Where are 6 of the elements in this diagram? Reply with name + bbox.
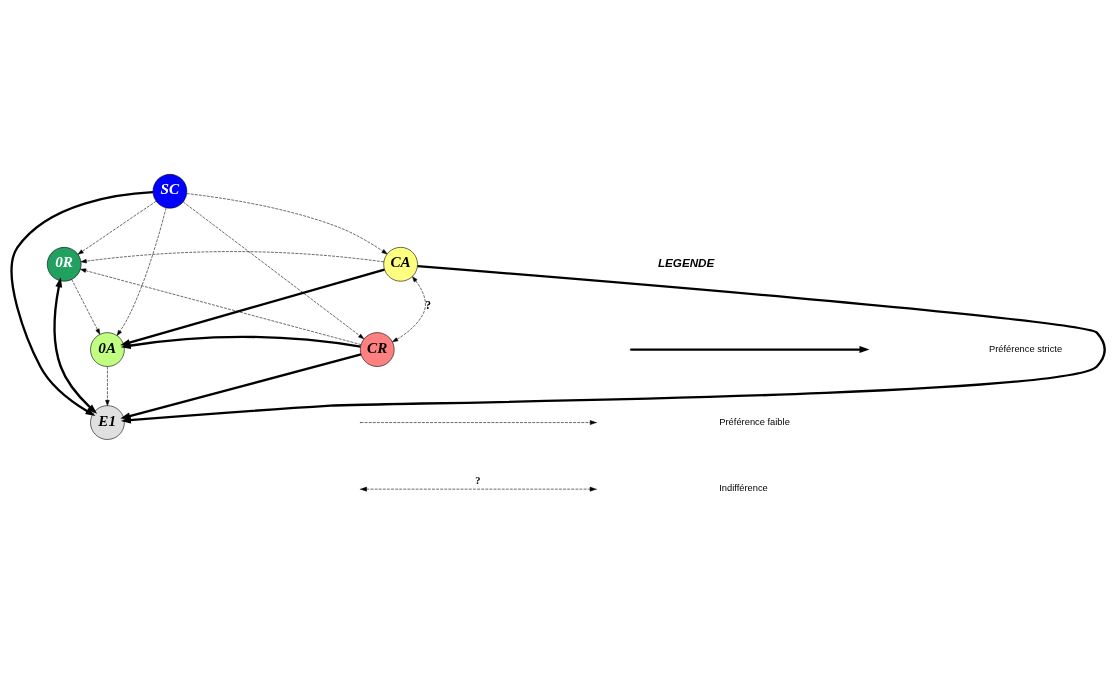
legend-label: Préférence stricte	[989, 343, 1063, 354]
legend-label: Indifférence	[719, 482, 768, 493]
label: ?	[475, 474, 481, 486]
edge-label: ?	[425, 298, 431, 312]
label: LEGENDE	[657, 255, 715, 269]
legend-label: Préférence faible	[719, 416, 790, 427]
